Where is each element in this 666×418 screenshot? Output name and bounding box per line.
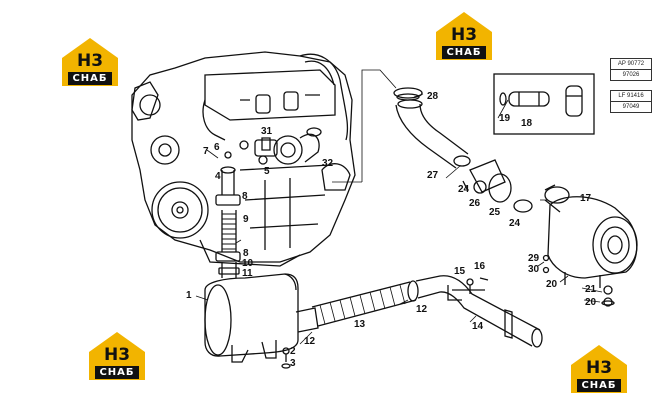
- callout-16: 16: [474, 261, 486, 272]
- air-filter: [544, 184, 638, 288]
- intake-hose: [393, 87, 533, 213]
- filter-element-inset: [493, 73, 595, 135]
- turbocharger: [273, 127, 322, 165]
- callout-29: 29: [528, 253, 540, 264]
- exhaust-downpipe: [215, 166, 241, 278]
- engine-block: [131, 51, 356, 267]
- callout-5: 5: [264, 166, 270, 177]
- callout-2: 2: [290, 346, 296, 357]
- ref-table-1-row-2: 97026: [611, 69, 651, 80]
- logo-glyph: H3: [450, 25, 478, 45]
- tail-pipe: [415, 275, 543, 348]
- callout-24-left: 24: [458, 184, 470, 195]
- logo-glyph: H3: [76, 51, 104, 71]
- callout-labels: 1 2 3 4 5 6 7 8 9 8 10 11 12 12 13 14 15…: [186, 91, 597, 369]
- logo-glyph: H3: [585, 358, 613, 378]
- callout-4: 4: [215, 171, 221, 182]
- callout-8-lower: 8: [243, 248, 249, 259]
- callout-31: 31: [261, 126, 273, 137]
- callout-17: 17: [580, 193, 592, 204]
- flex-hose: [311, 280, 419, 327]
- ref-table-1-row-1: AP 90772: [617, 61, 645, 67]
- callout-1: 1: [186, 290, 192, 301]
- filter-ref-table-1: AP 90772 97026: [610, 58, 652, 81]
- brand-logo-top-center: H3 СНАБ: [432, 10, 496, 60]
- callout-20-left: 20: [546, 279, 558, 290]
- logo-word: СНАБ: [442, 46, 486, 59]
- callout-25: 25: [489, 207, 501, 218]
- callout-27: 27: [427, 170, 439, 181]
- callout-28: 28: [427, 91, 439, 102]
- muffler: [204, 273, 319, 363]
- callout-3: 3: [290, 358, 296, 369]
- callout-15: 15: [454, 266, 466, 277]
- leader-lines: [195, 69, 603, 345]
- callout-8-upper: 8: [242, 191, 248, 202]
- callout-18: 18: [521, 118, 533, 129]
- ref-table-2-row-2: 97049: [611, 101, 651, 112]
- logo-word: СНАБ: [577, 379, 621, 392]
- callout-21: 21: [585, 284, 597, 295]
- callout-30: 30: [528, 264, 540, 275]
- callout-13: 13: [354, 319, 366, 330]
- hardware-fasteners: [224, 137, 615, 369]
- callout-32: 32: [322, 158, 334, 169]
- callout-10: 10: [242, 258, 254, 269]
- callout-9: 9: [243, 214, 249, 225]
- logo-word: СНАБ: [68, 72, 112, 85]
- ref-table-2-row-1: LF 91416: [618, 93, 644, 99]
- brand-logo-bottom-right: H3 СНАБ: [567, 343, 631, 393]
- callout-19: 19: [499, 113, 511, 124]
- logo-glyph: H3: [103, 345, 131, 365]
- brand-logo-top-left: H3 СНАБ: [58, 36, 122, 86]
- logo-word: СНАБ: [95, 366, 139, 379]
- callout-14: 14: [472, 321, 484, 332]
- callout-7: 7: [203, 146, 209, 157]
- crankshaft-pulley: [151, 181, 209, 239]
- callout-12-right: 12: [416, 304, 428, 315]
- callout-20-right: 20: [585, 297, 597, 308]
- callout-24-right: 24: [509, 218, 521, 229]
- callout-11: 11: [242, 268, 253, 279]
- brand-logo-bottom-left: H3 СНАБ: [85, 330, 149, 380]
- callout-6: 6: [214, 142, 220, 153]
- filter-ref-table-2: LF 91416 97049: [610, 90, 652, 113]
- callout-12-left: 12: [304, 336, 316, 347]
- callout-26: 26: [469, 198, 481, 209]
